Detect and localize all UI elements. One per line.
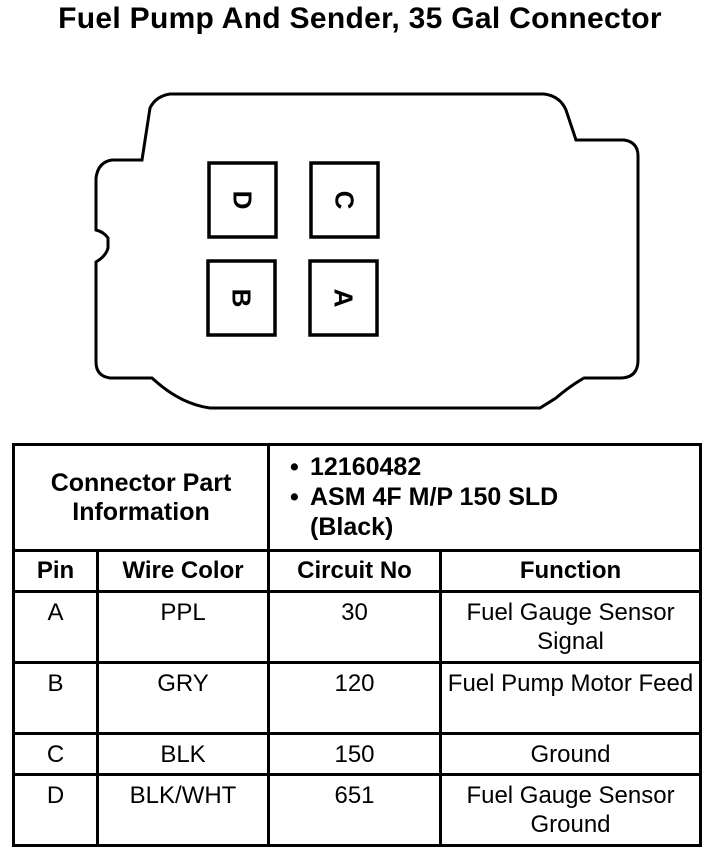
column-header-row: Pin Wire Color Circuit No Function: [12, 549, 702, 593]
part-info-label: Connector Part Information: [12, 443, 270, 552]
pin-d: D: [207, 161, 278, 239]
table-row: B GRY 120 Fuel Pump Motor Feed: [12, 661, 702, 735]
pin-a-label: A: [329, 289, 359, 308]
part-description: ASM 4F M/P 150 SLD: [290, 482, 699, 512]
part-info-values: 12160482 ASM 4F M/P 150 SLD (Black): [267, 443, 702, 552]
part-number: 12160482: [290, 452, 699, 482]
pin-b-label: B: [227, 289, 257, 308]
wire-color-cell: BLK/WHT: [96, 773, 270, 847]
function-cell: Fuel Pump Motor Feed: [439, 661, 702, 735]
table-row: A PPL 30 Fuel Gauge Sensor Signal: [12, 590, 702, 664]
column-header-function: Function: [439, 549, 702, 593]
column-header-circuit-no: Circuit No: [267, 549, 442, 593]
circuit-cell: 30: [267, 590, 442, 664]
part-info-row: Connector Part Information 12160482 ASM …: [12, 443, 702, 552]
pin-c-label: C: [330, 191, 360, 210]
wire-color-cell: PPL: [96, 590, 270, 664]
wire-color-cell: GRY: [96, 661, 270, 735]
pin-cell: D: [12, 773, 99, 847]
column-header-pin: Pin: [12, 549, 99, 593]
pin-cell: B: [12, 661, 99, 735]
circuit-cell: 651: [267, 773, 442, 847]
connector-housing: [94, 92, 640, 410]
table-row: C BLK 150 Ground: [12, 732, 702, 776]
function-cell: Fuel Gauge Sensor Ground: [439, 773, 702, 847]
part-color: (Black): [310, 513, 394, 541]
pin-a: A: [308, 259, 379, 337]
pin-cell: A: [12, 590, 99, 664]
circuit-cell: 150: [267, 732, 442, 776]
function-cell: Fuel Gauge Sensor Signal: [439, 590, 702, 664]
pin-d-label: D: [228, 191, 258, 210]
wire-color-cell: BLK: [96, 732, 270, 776]
column-header-wire-color: Wire Color: [96, 549, 270, 593]
pin-cell: C: [12, 732, 99, 776]
function-cell: Ground: [439, 732, 702, 776]
circuit-cell: 120: [267, 661, 442, 735]
connector-info-table: Connector Part Information 12160482 ASM …: [12, 443, 702, 847]
page-title: Fuel Pump And Sender, 35 Gal Connector: [58, 2, 662, 35]
connector-diagram: D C B A: [94, 92, 640, 410]
pin-c: C: [309, 161, 380, 239]
pin-b: B: [206, 259, 277, 337]
table-row: D BLK/WHT 651 Fuel Gauge Sensor Ground: [12, 773, 702, 847]
